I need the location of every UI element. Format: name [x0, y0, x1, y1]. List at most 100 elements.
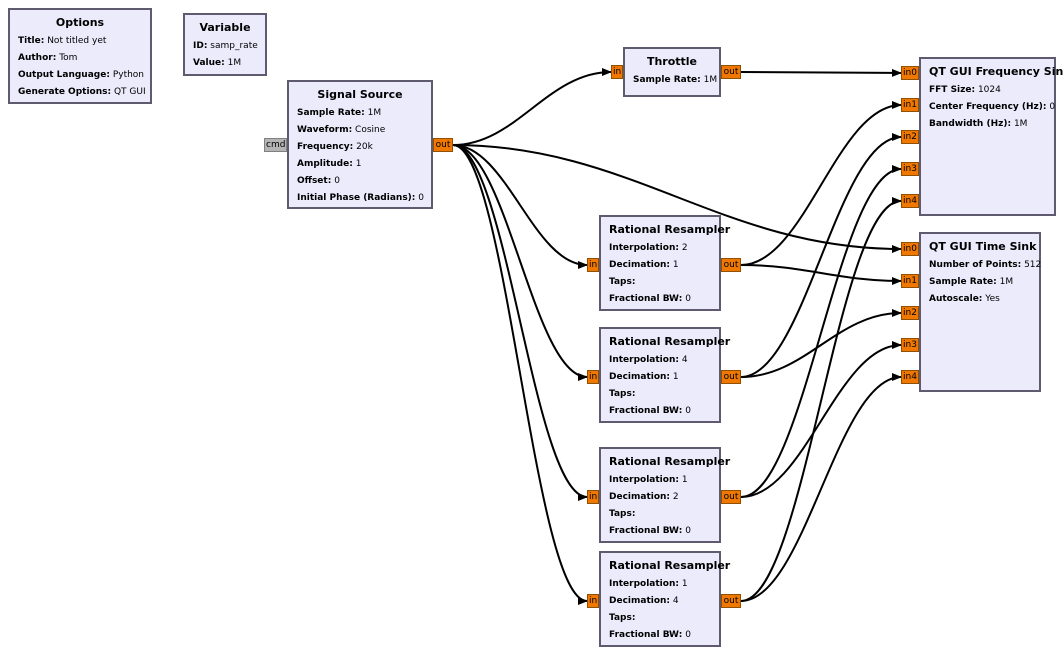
param-key: Waveform: [297, 125, 353, 135]
param-value: 0 [685, 294, 691, 304]
param-key: Bandwidth (Hz): [929, 119, 1012, 129]
connection-wire[interactable] [740, 133, 902, 378]
param-value: Not titled yet [47, 36, 107, 46]
resampler3-out-port[interactable]: out [721, 490, 741, 504]
param-value: 20k [356, 142, 373, 152]
block-param: Taps: [609, 506, 711, 523]
param-key: Generate Options: [18, 87, 112, 97]
resampler2-in-port[interactable]: in [587, 370, 599, 384]
param-value: 1M [999, 277, 1014, 287]
param-key: Fractional BW: [609, 406, 683, 416]
param-value: 1 [672, 260, 679, 270]
block-title: Options [55, 16, 105, 29]
param-value: Cosine [355, 125, 386, 135]
resampler4-out-port[interactable]: out [721, 594, 741, 608]
connection-wire[interactable] [452, 144, 588, 605]
connection-wire[interactable] [740, 197, 902, 602]
connection-wire[interactable] [740, 373, 902, 602]
param-key: Taps: [609, 389, 636, 399]
throttle-out-port[interactable]: out [721, 65, 741, 79]
param-key: Taps: [609, 613, 636, 623]
connection-wire[interactable] [740, 68, 902, 77]
param-key: Amplitude: [297, 159, 353, 169]
connection-wire[interactable] [740, 165, 902, 498]
block-param: Number of Points: 512 [929, 257, 1041, 274]
signal-source-cmd-port[interactable]: cmd [264, 138, 287, 152]
freq-sink-in2-port[interactable]: in2 [901, 130, 919, 144]
connection-wire[interactable] [740, 101, 902, 266]
param-key: Fractional BW: [609, 294, 683, 304]
param-value: 1M [367, 108, 382, 118]
block-param: Initial Phase (Radians): 0 [297, 190, 424, 207]
time-sink-in3-port[interactable]: in3 [901, 338, 919, 352]
block-title: Rational Resampler [609, 335, 731, 348]
block-param: Title: Not titled yet [18, 33, 142, 50]
block-title: Rational Resampler [609, 559, 731, 572]
freq-sink-in4-port[interactable]: in4 [901, 194, 919, 208]
block-title: Throttle [646, 55, 698, 68]
time-sink-in1-port[interactable]: in1 [901, 274, 919, 288]
connection-wire[interactable] [452, 144, 588, 269]
connection-wire[interactable] [740, 309, 902, 378]
connection-wire[interactable] [452, 68, 612, 146]
param-value: QT GUI [113, 87, 146, 97]
block-param: Author: Tom [18, 50, 142, 67]
block-param: Generate Options: QT GUI [18, 84, 146, 101]
param-key: Center Frequency (Hz): [929, 102, 1047, 112]
signal-source-out-port[interactable]: out [433, 138, 453, 152]
freq-sink-in0-port[interactable]: in0 [901, 66, 919, 80]
block-param: Interpolation: 4 [609, 352, 711, 369]
param-value: 1024 [977, 85, 1001, 95]
connection-wire[interactable] [452, 144, 588, 381]
block-title: QT GUI Frequency Sink [929, 65, 1064, 78]
param-value: Python [112, 70, 145, 80]
param-value: Yes [985, 294, 1000, 304]
param-key: Decimation: [609, 372, 671, 382]
param-key: Sample Rate: [297, 108, 365, 118]
connection-wire[interactable] [452, 144, 588, 501]
block-param: Decimation: 4 [609, 593, 711, 610]
connection-wire[interactable] [740, 341, 902, 498]
resampler1-out-port[interactable]: out [721, 258, 741, 272]
param-key: Author: [18, 53, 57, 63]
resampler2-out-port[interactable]: out [721, 370, 741, 384]
time-sink-in0-port[interactable]: in0 [901, 242, 919, 256]
resampler1-in-port[interactable]: in [587, 258, 599, 272]
connection-wire[interactable] [740, 264, 902, 285]
block-param: Fractional BW: 0 [609, 627, 711, 644]
time-sink-in2-port[interactable]: in2 [901, 306, 919, 320]
param-value: 1M [703, 75, 718, 85]
param-value: 0 [418, 193, 424, 203]
block-param: Waveform: Cosine [297, 122, 423, 139]
param-key: Fractional BW: [609, 526, 683, 536]
block-param: Interpolation: 1 [609, 472, 711, 489]
freq-sink-in3-port[interactable]: in3 [901, 162, 919, 176]
param-value: samp_rate [210, 41, 258, 51]
freq-sink-in1-port[interactable]: in1 [901, 98, 919, 112]
block-param: Interpolation: 2 [609, 240, 711, 257]
param-value: 0 [1049, 102, 1056, 112]
time-sink-in4-port[interactable]: in4 [901, 370, 919, 384]
throttle-in-port[interactable]: in [611, 65, 623, 79]
resampler3-in-port[interactable]: in [587, 490, 599, 504]
block-param: Decimation: 1 [609, 257, 711, 274]
param-key: Interpolation: [609, 475, 679, 485]
param-key: Interpolation: [609, 355, 679, 365]
param-key: Number of Points: [929, 260, 1022, 270]
param-value: 4 [681, 355, 688, 365]
block-param: Sample Rate: 1M [633, 72, 717, 89]
block-param: Interpolation: 1 [609, 576, 711, 593]
param-key: Taps: [609, 277, 636, 287]
resampler4-in-port[interactable]: in [587, 594, 599, 608]
param-value: 1M [227, 58, 242, 68]
